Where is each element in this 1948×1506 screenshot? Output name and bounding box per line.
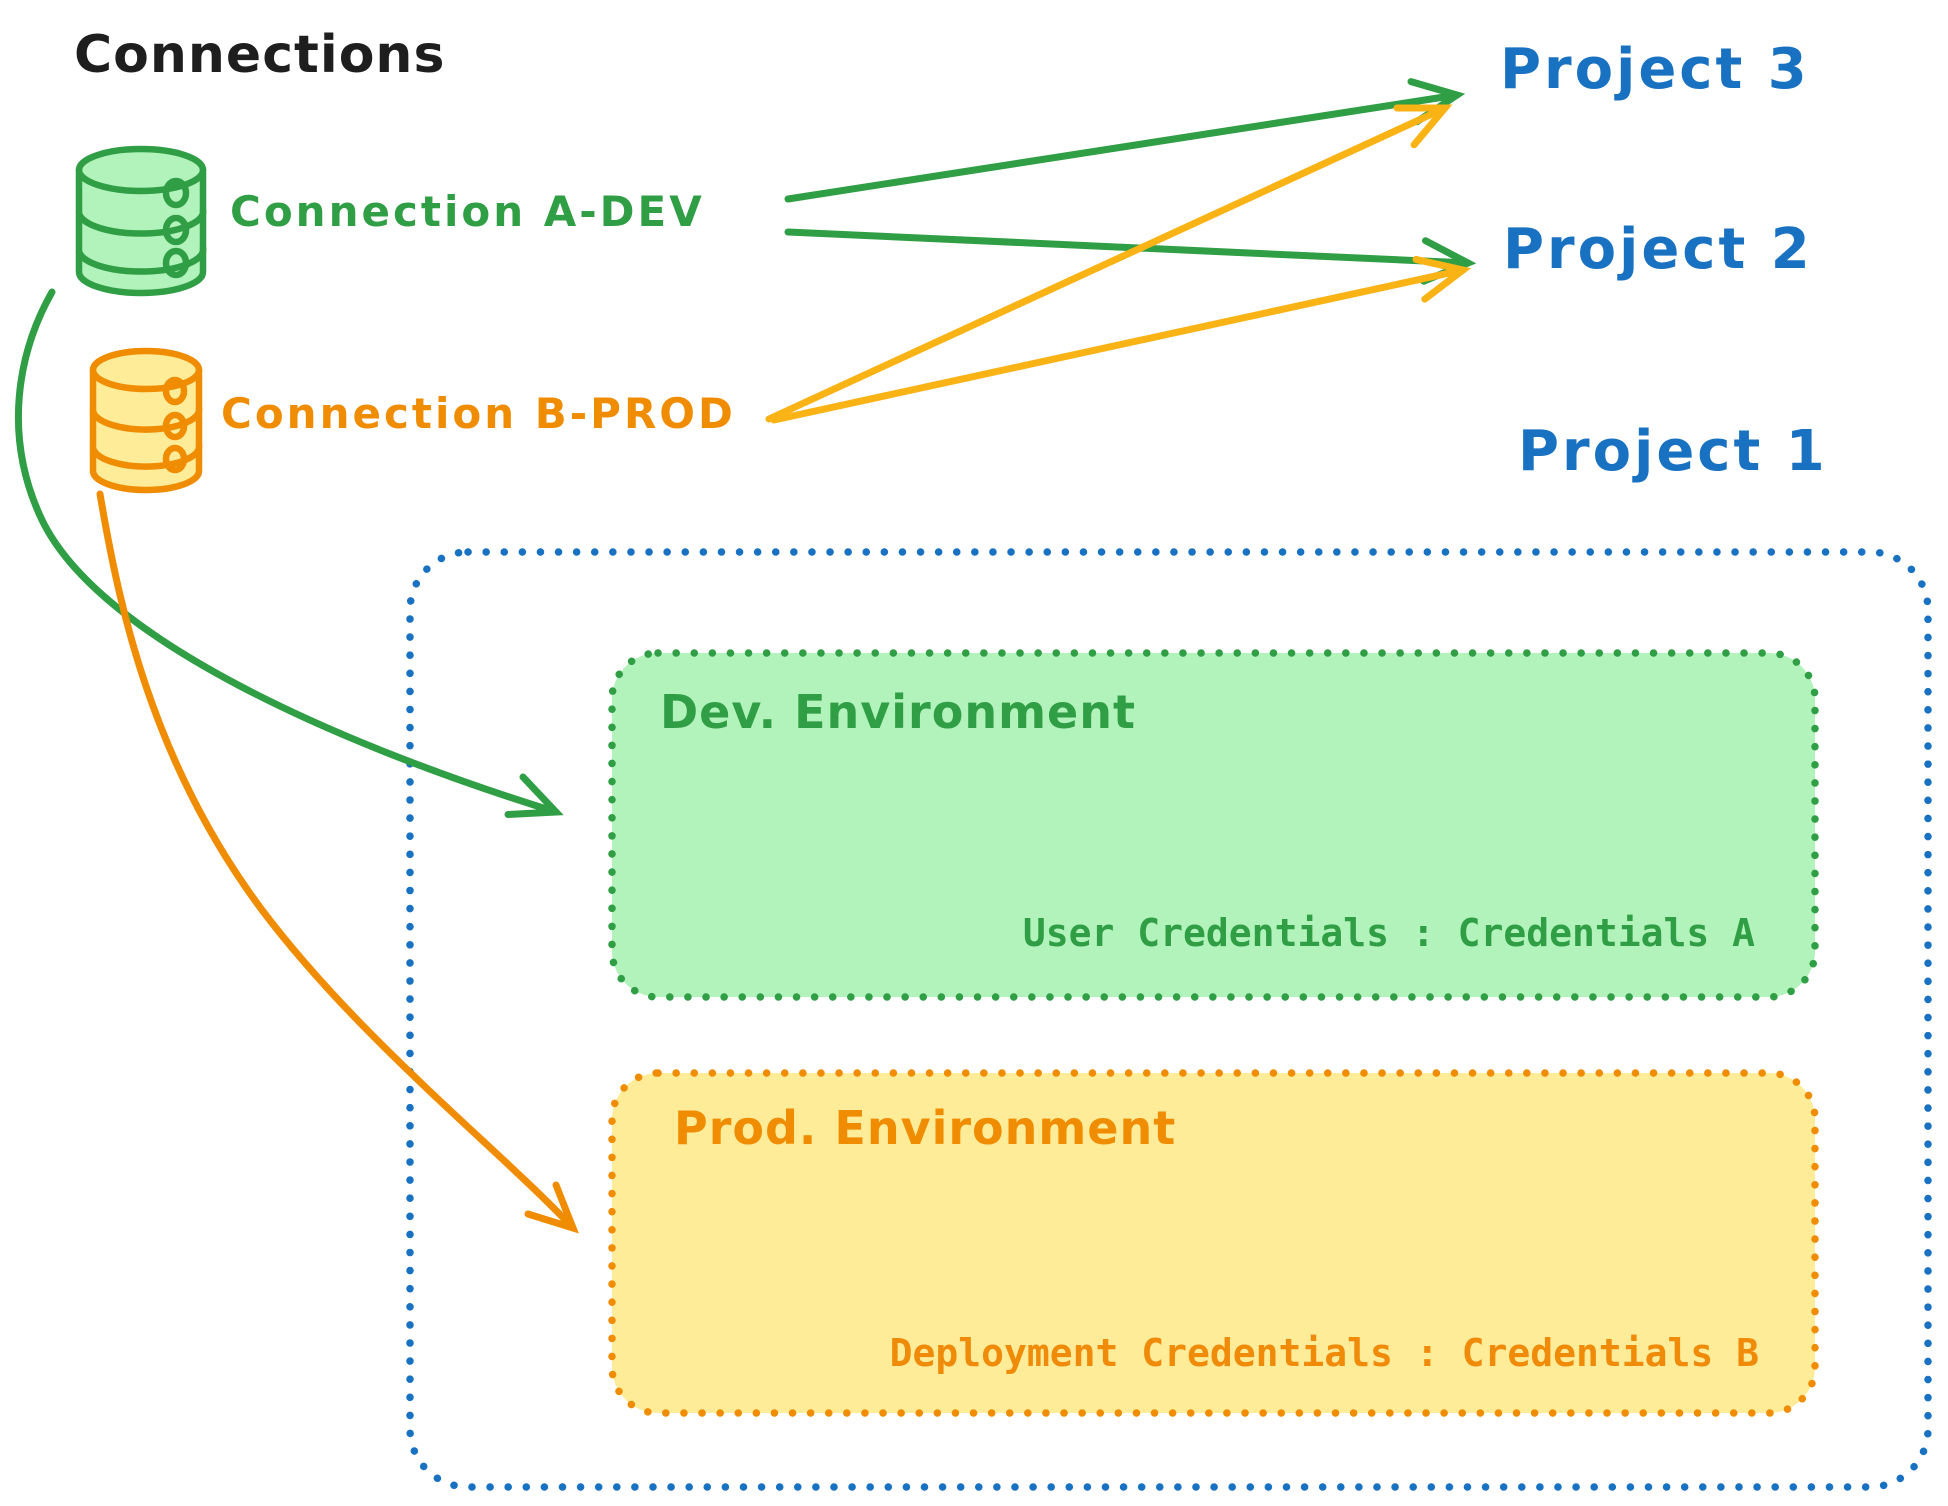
dev-environment-credentials: User Credentials : Credentials A — [1022, 911, 1755, 955]
project-3-label: Project 3 — [1500, 37, 1810, 102]
prod-environment-credentials: Deployment Credentials : Credentials B — [889, 1331, 1759, 1375]
diagram-title: Connections — [74, 25, 446, 85]
database-icon-prod — [89, 347, 203, 494]
connection-a-dev-label: Connection A-DEV — [230, 187, 705, 236]
project-2-label: Project 2 — [1503, 217, 1813, 282]
prod-environment-box — [608, 1069, 1819, 1417]
dev-environment-title: Dev. Environment — [660, 685, 1136, 739]
project1-box — [406, 548, 1932, 1491]
database-icon-dev — [75, 145, 207, 297]
arrow-b-prod-to-project2 — [770, 255, 1472, 424]
arrow-a-dev-to-dev-environment — [14, 288, 564, 818]
arrow-a-dev-to-project3 — [784, 78, 1466, 203]
arrow-b-prod-to-project3 — [765, 104, 1453, 423]
arrow-b-prod-to-prod-environment — [96, 490, 579, 1234]
dev-environment-box — [608, 649, 1819, 1001]
connection-b-prod-label: Connection B-PROD — [221, 389, 736, 438]
project-1-label: Project 1 — [1518, 419, 1828, 484]
prod-environment-title: Prod. Environment — [674, 1101, 1177, 1155]
